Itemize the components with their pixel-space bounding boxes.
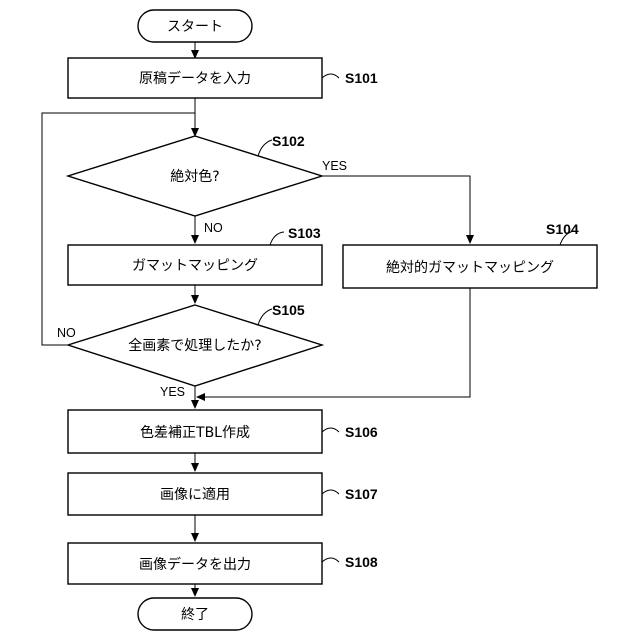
node-s105: 全画素で処理したか? S105 NO YES [57, 302, 322, 399]
node-s101-text: 原稿データを入力 [139, 70, 251, 87]
edge-s102-yes-to-s104 [322, 176, 470, 243]
node-s107-text: 画像に適用 [160, 486, 230, 503]
leader-s101 [322, 74, 339, 78]
node-s108: 画像データを出力 S108 [68, 543, 378, 584]
step-label-s101: S101 [345, 70, 378, 86]
step-label-s107: S107 [345, 486, 378, 502]
step-label-s102: S102 [272, 133, 305, 149]
branch-label-s102-yes: YES [322, 159, 347, 173]
branch-label-s105-no: NO [57, 326, 76, 340]
step-label-s108: S108 [345, 554, 378, 570]
branch-label-s105-yes: YES [160, 385, 185, 399]
leader-s103 [270, 232, 284, 245]
step-label-s104: S104 [546, 221, 579, 237]
node-s101: 原稿データを入力 S101 [68, 58, 378, 98]
leader-s102 [258, 140, 272, 156]
leader-s106 [322, 428, 339, 432]
branch-label-s102-no: NO [204, 221, 223, 235]
leader-s107 [322, 490, 339, 494]
leader-s105 [258, 309, 272, 325]
node-s108-text: 画像データを出力 [139, 556, 251, 573]
step-label-s106: S106 [345, 424, 378, 440]
node-start: スタート [138, 10, 252, 42]
node-s102: 絶対色? S102 YES NO [68, 133, 347, 235]
node-s105-text: 全画素で処理したか? [128, 337, 261, 354]
step-label-s103: S103 [288, 225, 321, 241]
node-s106: 色差補正TBL作成 S106 [68, 410, 378, 453]
node-end-text: 終了 [181, 607, 209, 623]
node-s104-text: 絶対的ガマットマッピング [386, 260, 554, 276]
node-s107: 画像に適用 S107 [68, 473, 378, 515]
leader-s108 [322, 558, 339, 562]
node-end: 終了 [138, 598, 252, 630]
node-s103-text: ガマットマッピング [132, 258, 258, 274]
node-start-text: スタート [167, 19, 223, 35]
step-label-s105: S105 [272, 302, 305, 318]
node-s106-text: 色差補正TBL作成 [140, 424, 250, 441]
node-s102-text: 絶対色? [170, 168, 219, 185]
